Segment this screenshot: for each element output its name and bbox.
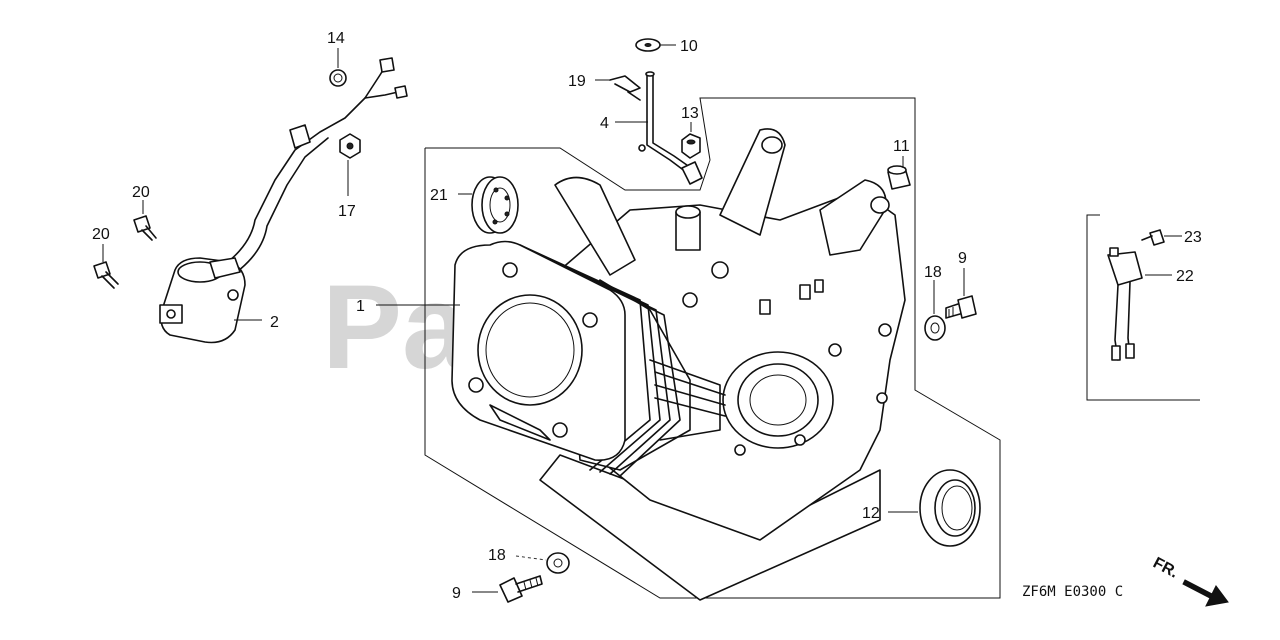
washer-part[interactable] bbox=[635, 38, 661, 52]
washer-18-part-b[interactable] bbox=[546, 552, 570, 574]
assembly-boundary bbox=[424, 97, 1001, 599]
callout-9-bottom: 9 bbox=[452, 585, 461, 602]
ignition-module-boundary bbox=[1086, 214, 1200, 401]
nut-17-part[interactable] bbox=[339, 133, 361, 159]
oil-seal-part[interactable] bbox=[919, 469, 981, 547]
bearing-part[interactable] bbox=[471, 176, 519, 234]
callout-20-upper: 20 bbox=[132, 184, 150, 201]
callout-23: 23 bbox=[1184, 229, 1202, 246]
callout-14: 14 bbox=[327, 30, 345, 47]
clip-part[interactable] bbox=[329, 69, 347, 87]
washer-18-part-a[interactable] bbox=[924, 315, 946, 341]
callout-13: 13 bbox=[681, 105, 699, 122]
callout-2: 2 bbox=[270, 314, 279, 331]
cap-part[interactable] bbox=[887, 165, 911, 190]
cylinder-block-part[interactable] bbox=[451, 128, 906, 601]
oil-rod-part[interactable] bbox=[638, 71, 703, 185]
callout-10: 10 bbox=[680, 38, 698, 55]
callouts: 1 2 4 9 9 10 11 12 13 14 17 18 18 19 20 … bbox=[92, 30, 1202, 602]
screw-23-part[interactable] bbox=[1141, 229, 1165, 246]
callout-9-right: 9 bbox=[958, 250, 967, 267]
callout-18-right: 18 bbox=[924, 264, 942, 281]
flange-bolt-part-a[interactable] bbox=[945, 295, 977, 319]
callout-20-lower: 20 bbox=[92, 226, 110, 243]
callout-22: 22 bbox=[1176, 268, 1194, 285]
callout-19: 19 bbox=[568, 73, 586, 90]
ignition-coil-part[interactable] bbox=[159, 57, 408, 344]
bolt-20-part-a[interactable] bbox=[133, 215, 157, 241]
callout-17: 17 bbox=[338, 203, 356, 220]
diagram-code: ZF6M E0300 C bbox=[1022, 584, 1123, 600]
front-direction-arrow-icon: FR. bbox=[1150, 555, 1229, 607]
ignition-module-part[interactable] bbox=[1107, 247, 1143, 361]
callout-18-bottom: 18 bbox=[488, 547, 506, 564]
front-direction-label: FR. bbox=[1150, 555, 1181, 582]
callout-1: 1 bbox=[356, 298, 365, 315]
bolt-20-part-b[interactable] bbox=[93, 261, 119, 289]
leader-lines bbox=[102, 44, 1182, 593]
callout-12: 12 bbox=[862, 505, 880, 522]
callout-4: 4 bbox=[600, 115, 609, 132]
nut-part[interactable] bbox=[681, 133, 701, 159]
flange-bolt-part-b[interactable] bbox=[499, 575, 543, 603]
callout-21: 21 bbox=[430, 187, 448, 204]
clip-19-part[interactable] bbox=[609, 75, 641, 101]
callout-11: 11 bbox=[893, 138, 910, 155]
